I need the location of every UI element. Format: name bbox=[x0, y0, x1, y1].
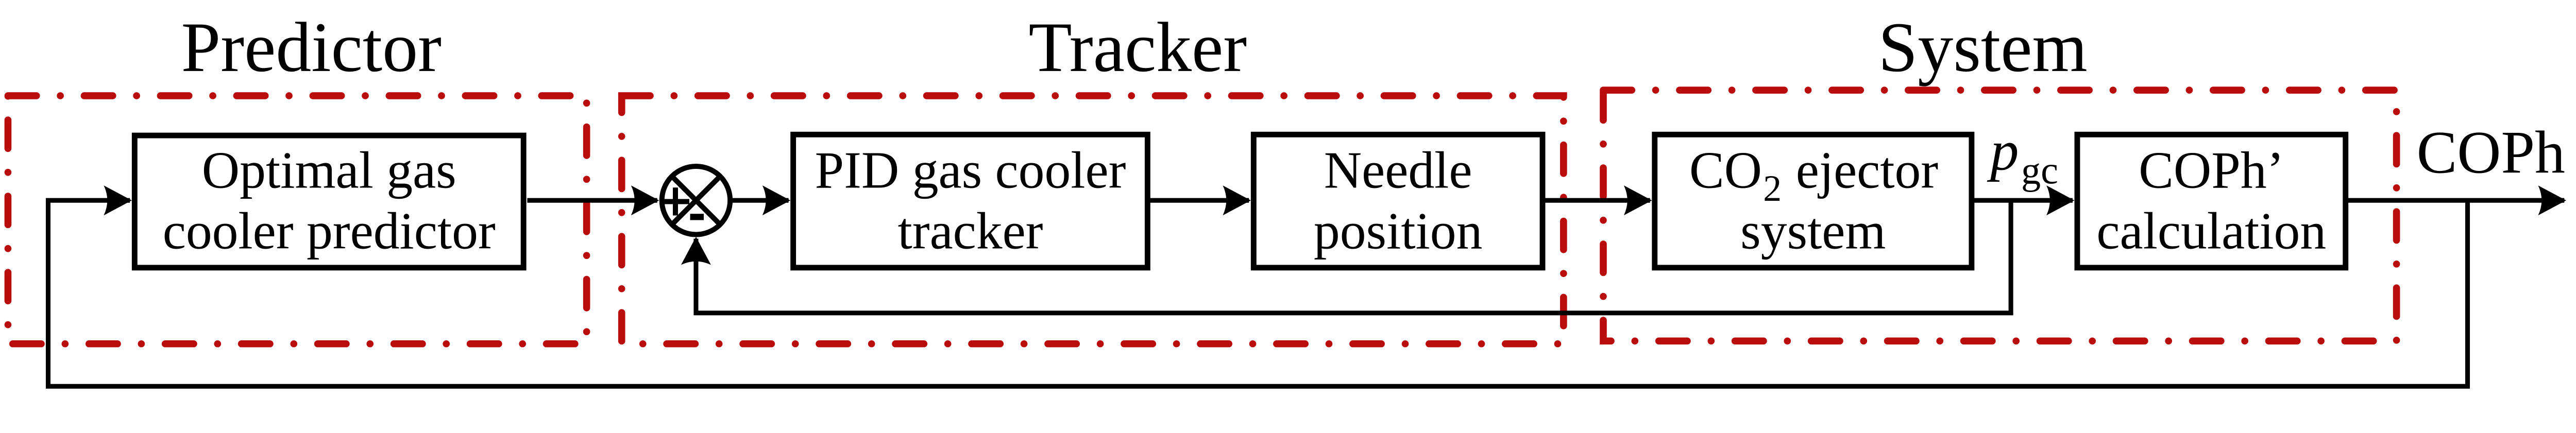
co2-block-line2: system bbox=[1740, 202, 1886, 260]
pgc-label-subscript: gc bbox=[2021, 149, 2058, 193]
system-region-box bbox=[1600, 86, 2400, 345]
coph-output-label: COPh bbox=[2417, 119, 2565, 186]
co2-ejector-system-block bbox=[1652, 131, 1975, 271]
needle-position-block bbox=[1250, 131, 1546, 271]
plus-sign: + bbox=[657, 175, 694, 226]
block-diagram-canvas: Predictor Tracker System + - Optimal gas… bbox=[4, 8, 2566, 389]
tracker-region-box bbox=[618, 92, 1567, 348]
pid-block-line1: PID gas cooler bbox=[815, 141, 1126, 199]
pid-block-line2: tracker bbox=[898, 202, 1043, 260]
system-section-title: System bbox=[1878, 8, 2088, 86]
optimal-gas-cooler-predictor-block bbox=[131, 132, 527, 271]
coph-calculation-block bbox=[2074, 131, 2349, 271]
pressure-feedback-line bbox=[681, 200, 2013, 316]
coph-block-line2: calculation bbox=[2096, 202, 2326, 260]
optimal-block-line2: cooler predictor bbox=[163, 202, 496, 260]
co2-block-suffix: ejector bbox=[1796, 141, 1938, 199]
minus-sign: - bbox=[688, 189, 706, 240]
pid-gas-cooler-tracker-block bbox=[790, 131, 1150, 271]
optimal-block-line1: Optimal gas bbox=[202, 141, 456, 199]
control-loop-diagram: Predictor Tracker System + - Optimal gas… bbox=[4, 7, 2566, 389]
pgc-label-symbol: p bbox=[1987, 118, 2019, 182]
predictor-region-box bbox=[4, 92, 590, 348]
co2-block-prefix: CO bbox=[1689, 141, 1762, 199]
predictor-section-title: Predictor bbox=[181, 8, 442, 86]
summing-junction-cross bbox=[670, 174, 722, 227]
outer-feedback-line bbox=[45, 185, 2470, 389]
needle-block-line2: position bbox=[1314, 202, 1482, 260]
needle-block-line1: Needle bbox=[1324, 141, 1472, 199]
co2-block-subscript: 2 bbox=[1763, 168, 1782, 209]
tracker-section-title: Tracker bbox=[1028, 8, 1247, 86]
coph-block-line1: COPh’ bbox=[2139, 141, 2284, 199]
